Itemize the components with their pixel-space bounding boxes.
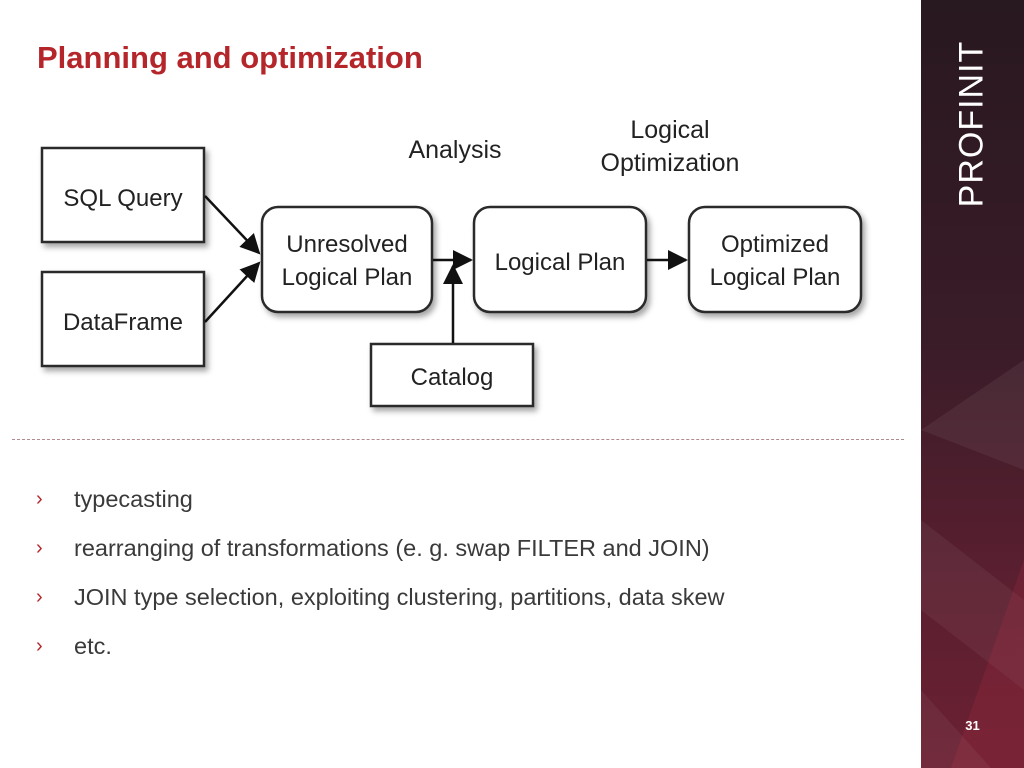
bullet-item: › rearranging of transformations (e. g. … — [36, 531, 896, 580]
unresolved-logical-plan-label-line1: Unresolved — [286, 231, 407, 258]
chevron-right-icon: › — [36, 537, 43, 559]
bullet-text: JOIN type selection, exploiting clusteri… — [74, 584, 725, 610]
section-divider — [12, 439, 904, 440]
bullet-item: › typecasting — [36, 482, 896, 531]
logical-optimization-label-line2: Optimization — [601, 149, 740, 177]
optimized-logical-plan-label-line2: Logical Plan — [710, 264, 841, 291]
sql-query-label: SQL Query — [63, 185, 182, 212]
chevron-right-icon: › — [36, 635, 43, 657]
node-catalog: Catalog — [369, 342, 535, 408]
bullet-text: rearranging of transformations (e. g. sw… — [74, 535, 710, 561]
bullet-item: › etc. — [36, 629, 896, 678]
brand-sidebar: PROFINIT — [921, 0, 1024, 768]
annotation-analysis: Analysis — [408, 136, 501, 164]
logical-plan-box — [472, 205, 648, 314]
bullet-text: typecasting — [74, 486, 193, 512]
bullet-list: › typecasting › rearranging of transform… — [36, 482, 896, 678]
catalyst-planning-diagram: Analysis Logical Optimization SQL Query … — [40, 116, 863, 408]
bullet-item: › JOIN type selection, exploiting cluste… — [36, 580, 896, 629]
profinit-logo: PROFINIT — [952, 40, 991, 208]
chevron-right-icon: › — [36, 488, 43, 510]
bullet-text: etc. — [74, 633, 112, 659]
decorative-shapes — [921, 360, 1024, 768]
sql-query-box — [40, 146, 206, 244]
unresolved-logical-plan-label-line2: Logical Plan — [282, 264, 413, 291]
annotation-logical-optimization: Logical Optimization — [601, 116, 740, 177]
page-number: 31 — [965, 718, 980, 733]
unresolved-logical-plan-box — [260, 205, 434, 314]
node-logical-plan: Logical Plan — [472, 205, 648, 314]
optimized-logical-plan-label-line1: Optimized — [721, 231, 829, 258]
node-optimized-logical-plan: Optimized Logical Plan — [687, 205, 863, 314]
catalog-box — [369, 342, 535, 408]
analysis-label: Analysis — [408, 136, 501, 164]
chevron-right-icon: › — [36, 586, 43, 608]
dataframe-box — [40, 270, 206, 368]
dataframe-label: DataFrame — [63, 309, 183, 336]
optimized-logical-plan-box — [687, 205, 863, 314]
node-dataframe: DataFrame — [40, 270, 206, 368]
logical-plan-label: Logical Plan — [495, 249, 626, 276]
arrow-dataframe-to-unresolved — [204, 261, 261, 323]
arrow-sql-to-unresolved — [204, 195, 261, 255]
logical-optimization-label-line1: Logical — [630, 116, 709, 144]
node-sql-query: SQL Query — [40, 146, 206, 244]
slide-title: Planning and optimization — [37, 40, 423, 75]
catalog-label: Catalog — [411, 364, 494, 391]
node-unresolved-logical-plan: Unresolved Logical Plan — [260, 205, 434, 314]
